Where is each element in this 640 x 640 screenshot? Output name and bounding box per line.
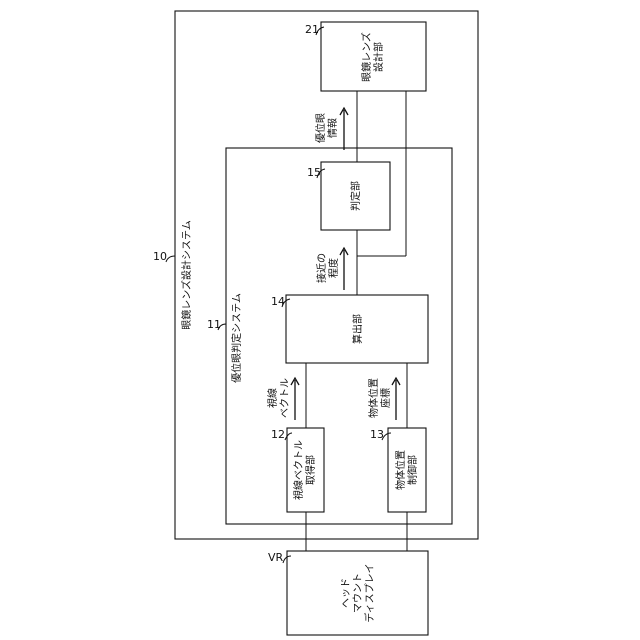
- arrow-label-proximity-degree-line2: 程度: [327, 258, 340, 278]
- arrow-dominant-eye-info: [340, 108, 348, 150]
- arrow-label-object-coords-line2: 座標: [379, 388, 392, 408]
- arrow-label-dominant-eye-info-line1: 優位眼: [314, 113, 327, 143]
- ref-12: 12: [271, 428, 285, 441]
- gaze-vector-label-line2: 取得部: [304, 455, 317, 485]
- ref-21: 21: [305, 23, 319, 36]
- lens-design-label-line2: 設計部: [372, 42, 385, 72]
- gaze-vector-label-line1: 視線ベクトル: [292, 440, 305, 500]
- ref-vr: VR: [268, 551, 284, 564]
- hmd-label-line1: ヘッド: [341, 578, 352, 608]
- arrow-proximity-degree: [340, 248, 348, 290]
- ref-11: 11: [207, 318, 221, 331]
- hmd-label-line2: マウント: [352, 573, 364, 613]
- ref-15: 15: [307, 166, 321, 179]
- hmd-label-line3: ディスプレイ: [363, 563, 376, 622]
- arrow-label-gaze-vector-line2: ベクトル: [279, 378, 291, 418]
- judgment-label: 判定部: [349, 181, 362, 211]
- ref-14: 14: [271, 295, 285, 308]
- calculation-label: 算出部: [351, 314, 364, 344]
- system-label: 眼鏡レンズ設計システム: [180, 220, 193, 330]
- arrow-object-coords: [392, 378, 400, 420]
- arrow-label-proximity-degree-line1: 接近の: [315, 253, 328, 283]
- ref-13: 13: [370, 428, 384, 441]
- arrow-label-object-coords-line1: 物体位置: [367, 378, 380, 418]
- object-position-label-line2: 制御部: [406, 455, 419, 485]
- arrow-label-dominant-eye-info-line2: 情報: [326, 118, 339, 138]
- object-position-block: [388, 428, 426, 512]
- arrow-gaze-vector: [291, 378, 299, 420]
- object-position-label-line1: 物体位置: [394, 450, 407, 490]
- ref-10: 10: [153, 250, 167, 263]
- subsystem-label: 優位眼判定システム: [230, 293, 243, 383]
- arrow-label-gaze-vector-line1: 視線: [266, 388, 279, 408]
- lens-design-label-line1: 眼鏡レンズ: [360, 32, 373, 82]
